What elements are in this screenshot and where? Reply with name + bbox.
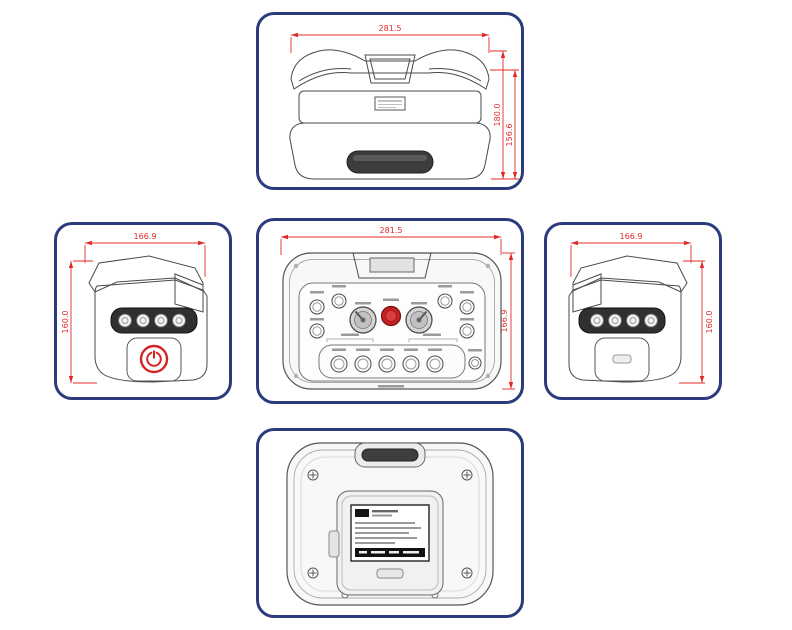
- estop-button: [380, 298, 402, 327]
- dim-front-width: 281.5: [280, 226, 502, 255]
- knob-right: [405, 302, 433, 334]
- panel-button: [331, 285, 347, 309]
- screw-icon: [461, 469, 473, 481]
- top-bottom-grip: [346, 150, 434, 174]
- panel-button: [437, 285, 453, 309]
- dim-top-heights: 180.0 156.6: [490, 50, 519, 180]
- side-buttons-left: [118, 313, 186, 328]
- handle: [354, 442, 426, 468]
- right-view-device: [568, 255, 688, 383]
- front-view-device: [282, 252, 502, 390]
- screw-icon: [307, 469, 319, 481]
- dim-left-width: 166.9: [84, 232, 206, 277]
- dim-label-top-height-inner: 156.6: [505, 124, 514, 147]
- right-housing-slot: [612, 354, 632, 364]
- panel-button: [309, 291, 325, 315]
- panel-button: [468, 349, 482, 370]
- battery-latch: [328, 530, 340, 558]
- dim-label-top-height: 180.0: [493, 104, 502, 127]
- dim-label-front-height: 166.9: [500, 310, 509, 333]
- panel-button: [459, 318, 475, 339]
- back-view-device: [286, 442, 494, 606]
- dim-label-top-width: 281.5: [379, 24, 402, 33]
- panel-right-view: 166.9 160.0: [544, 222, 722, 400]
- battery-label: [350, 504, 430, 562]
- left-screen-edge: [174, 273, 204, 313]
- dim-label-left-height: 160.0: [61, 311, 70, 334]
- top-view-device: [289, 49, 491, 180]
- dim-label-left-width: 166.9: [134, 232, 157, 241]
- dim-right-height: 160.0: [679, 260, 714, 384]
- right-view-drawing: 166.9 160.0: [568, 232, 714, 384]
- panel-button: [309, 318, 325, 339]
- front-view-drawing: 281.5 166.9: [280, 226, 515, 390]
- left-view-device: [88, 255, 208, 383]
- left-view-drawing: 166.9 160.0: [61, 232, 208, 384]
- screw-icon: [307, 567, 319, 579]
- screw-icon: [461, 567, 473, 579]
- panel-button: [459, 291, 475, 315]
- right-screen-edge: [572, 273, 602, 313]
- power-button-icon: [139, 344, 169, 374]
- panel-back-view: [256, 428, 524, 618]
- top-view-drawing: 281.5 180.0 156.6: [289, 24, 519, 180]
- dim-top-width: 281.5: [290, 24, 490, 53]
- side-buttons-right: [590, 313, 658, 328]
- dim-label-right-height: 160.0: [705, 311, 714, 334]
- battery-release-tab: [376, 568, 404, 579]
- top-label-box: [374, 96, 406, 111]
- panel-left-view: 166.9 160.0: [54, 222, 232, 400]
- dim-label-front-width: 281.5: [380, 226, 403, 235]
- back-view-drawing: [286, 442, 494, 606]
- dim-front-height: 166.9: [500, 252, 515, 390]
- dim-label-right-width: 166.9: [620, 232, 643, 241]
- dim-right-width: 166.9: [570, 232, 692, 277]
- top-screen: [364, 54, 416, 84]
- dim-left-height: 160.0: [61, 260, 97, 384]
- band-buttons: [330, 348, 444, 373]
- panel-front-view: 281.5 166.9: [256, 218, 524, 404]
- panel-top-view: 281.5 180.0 156.6: [256, 12, 524, 190]
- front-display: [369, 257, 415, 273]
- knob-left: [349, 302, 377, 334]
